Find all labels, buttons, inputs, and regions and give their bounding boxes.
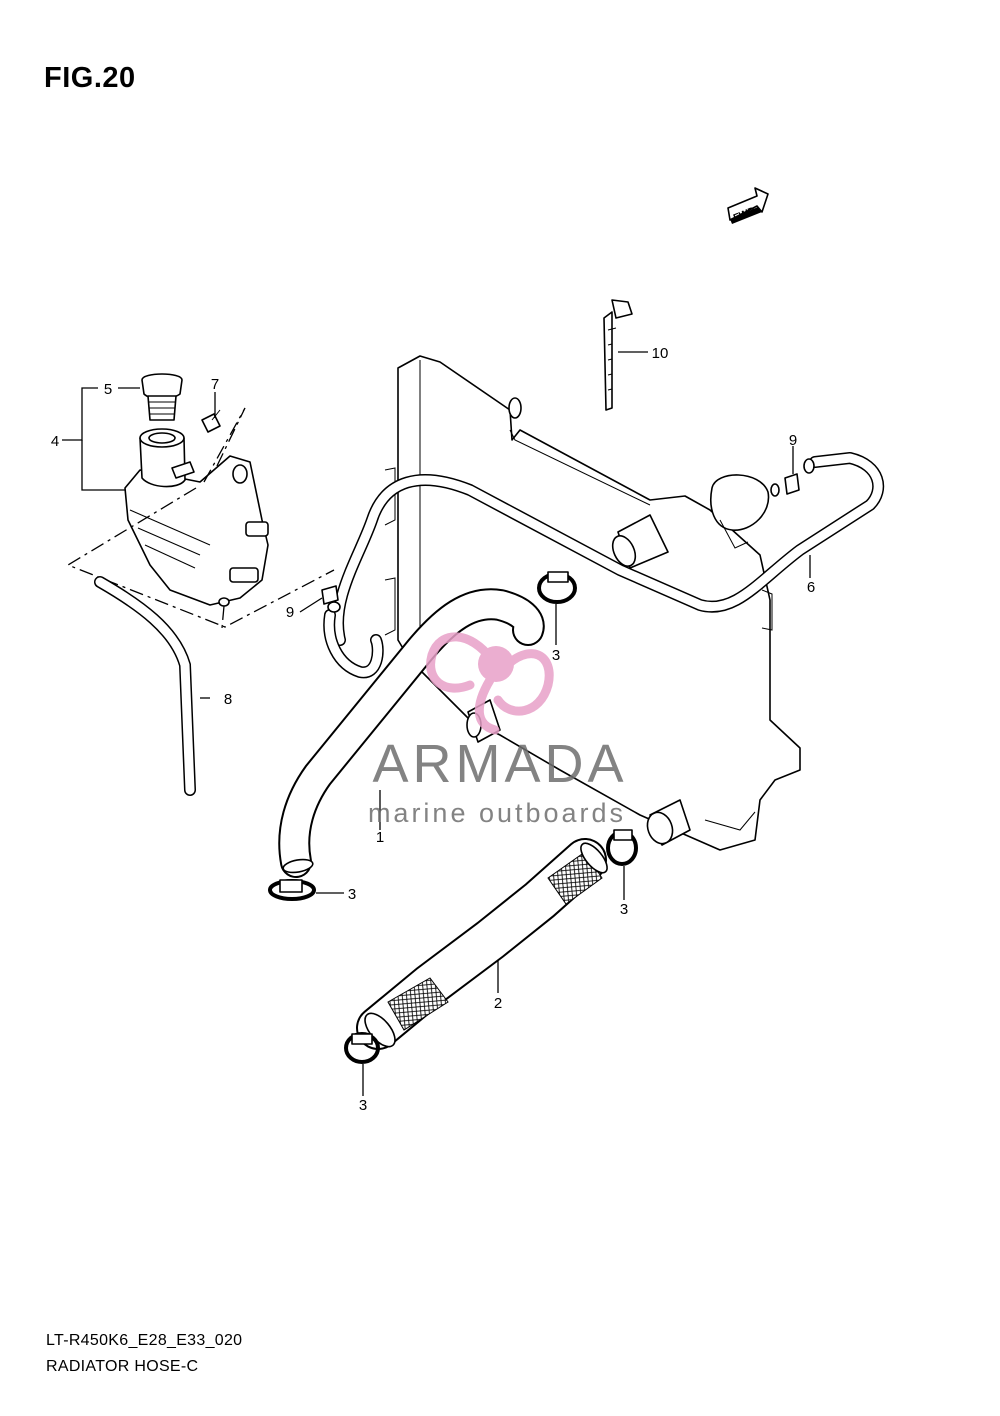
callout-2: 2 [494, 995, 502, 1012]
propeller-logo-icon [426, 632, 554, 735]
reservoir-tank [124, 373, 269, 607]
clamp-bottom [344, 1032, 380, 1064]
callout-10: 10 [652, 345, 669, 362]
callout-9-left: 9 [286, 604, 294, 621]
cable-tie [603, 299, 633, 411]
callout-7: 7 [211, 376, 219, 393]
drain-hose [94, 576, 196, 796]
callout-1: 1 [376, 829, 384, 846]
callout-3-upper: 3 [552, 647, 560, 664]
overflow-hose [323, 452, 885, 679]
clip-right [784, 473, 800, 495]
callout-5: 5 [104, 381, 112, 398]
callout-3-bottom: 3 [359, 1097, 367, 1114]
callout-3-left: 3 [348, 886, 356, 903]
watermark: ARMADA marine outboards [368, 632, 627, 828]
clip-left [321, 585, 339, 605]
figure-code: LT-R450K6_E28_E33_020 [46, 1332, 243, 1349]
callout-6: 6 [807, 579, 815, 596]
callout-8: 8 [224, 691, 232, 708]
clamp-right [606, 829, 638, 866]
upper-radiator-hose [278, 588, 545, 878]
callout-4: 4 [51, 433, 59, 450]
watermark-brand: ARMADA [372, 734, 627, 794]
clamp-upper [537, 571, 577, 604]
watermark-tagline: marine outboards [368, 798, 626, 828]
callout-3-right: 3 [620, 901, 628, 918]
figure-title: FIG.20 [44, 62, 136, 94]
fwd-arrow-icon: FWD [727, 187, 769, 224]
callout-9-right: 9 [789, 432, 797, 449]
clamp-left [268, 879, 316, 901]
figure-name: RADIATOR HOSE-C [46, 1358, 199, 1375]
radiator [384, 355, 801, 851]
lower-radiator-hose [356, 838, 608, 1050]
